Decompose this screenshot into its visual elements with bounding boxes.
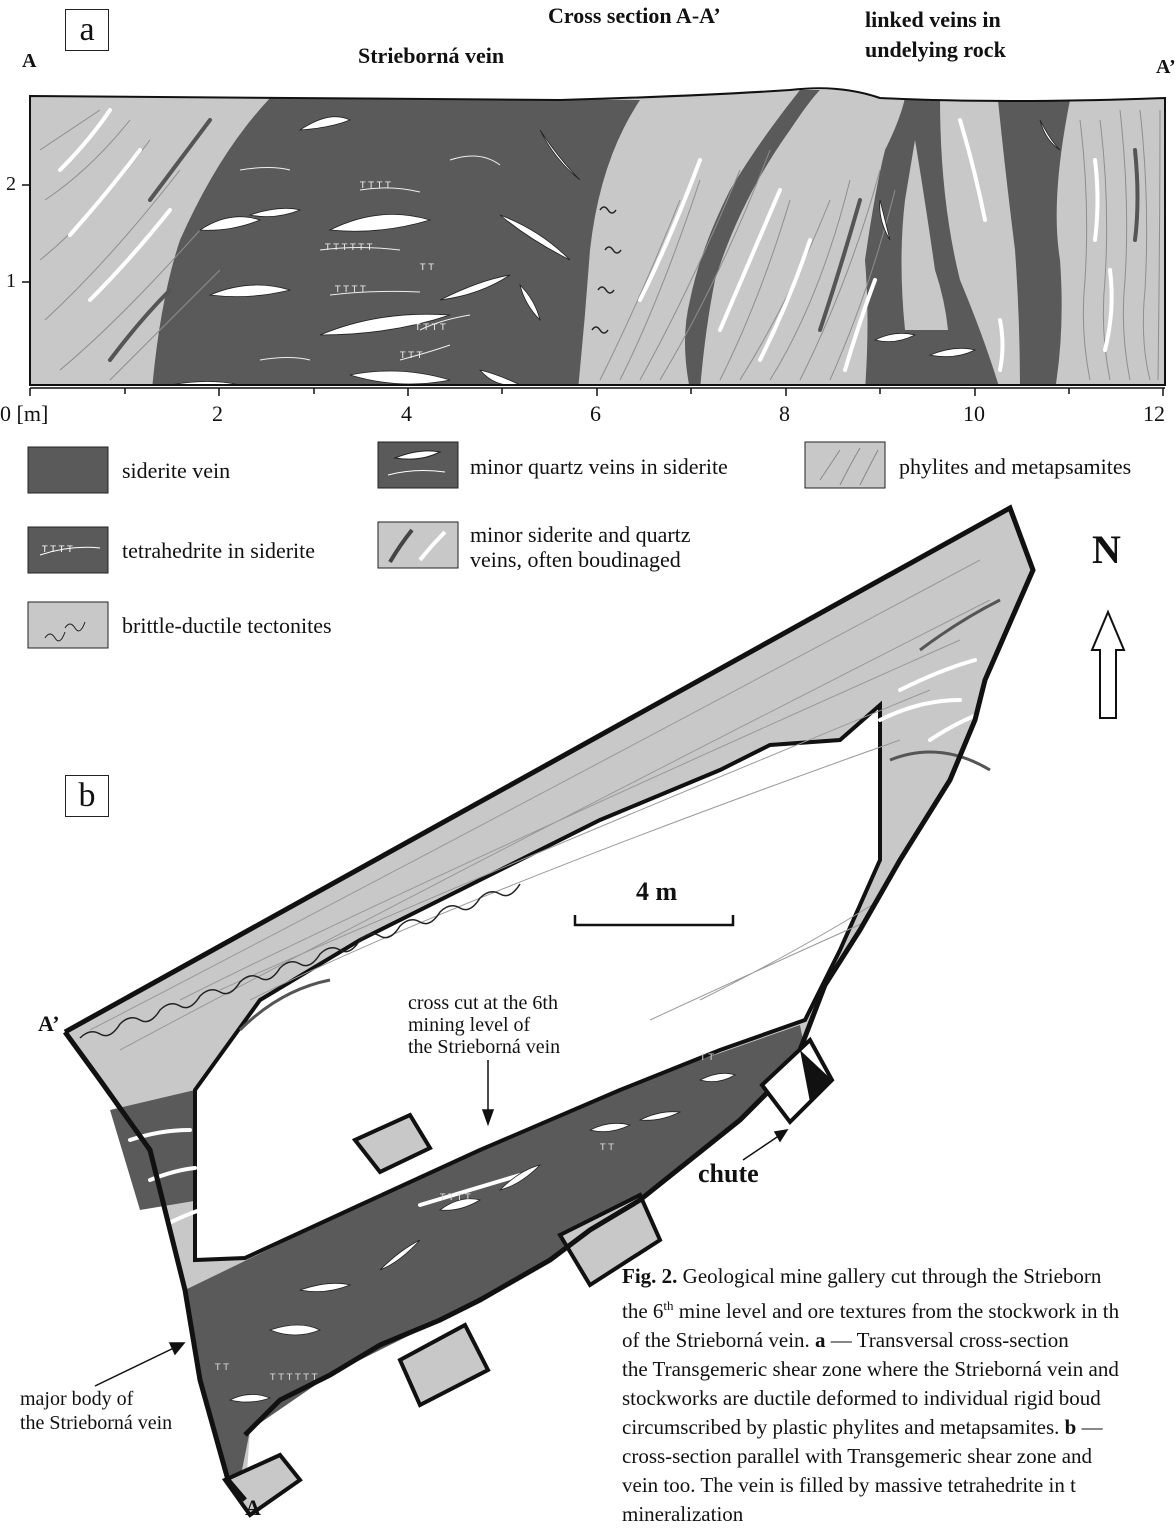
caption-line1: Geological mine gallery cut through the … bbox=[683, 1264, 1102, 1288]
caption-line2sup: th bbox=[663, 1298, 673, 1313]
crosscut-label-2: mining level of bbox=[408, 1014, 530, 1036]
caption-line6b: b bbox=[1065, 1415, 1077, 1439]
legend-siderite-label: siderite vein bbox=[122, 459, 230, 483]
x-tick-0: 0 [m] bbox=[0, 402, 48, 426]
caption-line6c: — bbox=[1076, 1415, 1102, 1439]
svg-text:T T T T: T T T T bbox=[439, 1193, 471, 1203]
legend-quartz-label: minor quartz veins in siderite bbox=[470, 455, 728, 479]
svg-text:T T T T: T T T T bbox=[41, 545, 73, 555]
svg-text:T T T: T T T bbox=[399, 351, 423, 361]
svg-text:T T: T T bbox=[599, 1143, 614, 1153]
x-tick-12: 12 bbox=[1143, 402, 1165, 426]
cross-section-title: Cross section A-A’ bbox=[548, 4, 721, 28]
legend-quartz-swatch bbox=[378, 442, 458, 488]
figure-caption: Fig. 2. Geological mine gallery cut thro… bbox=[622, 1262, 1176, 1529]
x-tick-10: 10 bbox=[963, 402, 985, 426]
label-a-right: A’ bbox=[1156, 56, 1176, 78]
major-body-label-2: the Strieborná vein bbox=[20, 1412, 172, 1434]
panel-letter-a: a bbox=[65, 9, 109, 51]
caption-line9: mineralization bbox=[622, 1500, 1176, 1529]
legend-tectonite-label: brittle-ductile tectonites bbox=[122, 614, 332, 638]
legend-tetrahedrite-label: tetrahedrite in siderite bbox=[122, 539, 315, 563]
panel-letter-b: b bbox=[65, 775, 109, 817]
scale-label: 4 m bbox=[636, 878, 677, 907]
legend-tectonite-swatch bbox=[28, 602, 108, 648]
svg-text:T T: T T bbox=[419, 263, 434, 273]
svg-text:T T: T T bbox=[699, 1053, 714, 1063]
caption-line3b: a bbox=[815, 1328, 826, 1352]
chute-label: chute bbox=[698, 1160, 759, 1189]
svg-text:T T T T T T: T T T T T T bbox=[269, 1373, 318, 1383]
label-a-left: A bbox=[22, 50, 36, 72]
major-body-label-1: major body of bbox=[20, 1388, 133, 1410]
caption-line2a: the 6 bbox=[622, 1299, 663, 1323]
caption-line6: circumscribed by plastic phylites and me… bbox=[622, 1415, 1065, 1439]
linked-veins-label-line2: undelying rock bbox=[865, 38, 1006, 62]
vein-label: Strieborná vein bbox=[358, 44, 504, 68]
legend-minor-veins-label-1: minor siderite and quartz bbox=[470, 523, 691, 547]
north-label: N bbox=[1092, 528, 1121, 572]
caption-line3c: — Transversal cross-section bbox=[826, 1328, 1069, 1352]
crosscut-label-1: cross cut at the 6th bbox=[408, 992, 558, 1014]
svg-text:T T T T T T: T T T T T T bbox=[324, 243, 373, 253]
svg-text:T T: T T bbox=[214, 1363, 229, 1373]
north-arrow bbox=[1092, 612, 1124, 718]
legend-siderite-swatch bbox=[28, 447, 108, 493]
legend-phyllite-swatch bbox=[805, 442, 885, 488]
caption-line2b: mine level and ore textures from the sto… bbox=[674, 1299, 1120, 1323]
svg-text:T T T T: T T T T bbox=[414, 323, 446, 333]
legend-minor-veins-swatch bbox=[378, 522, 458, 568]
x-tick-6: 6 bbox=[590, 402, 601, 426]
svg-text:T T T T: T T T T bbox=[359, 181, 391, 191]
x-tick-4: 4 bbox=[401, 402, 412, 426]
caption-line4: the Transgemeric shear zone where the St… bbox=[622, 1355, 1176, 1384]
legend-tetrahedrite-swatch: T T T T bbox=[28, 527, 108, 573]
cross-section-a: T T T T T T T T T T T T T T T T T T T T T T … bbox=[22, 88, 1170, 396]
legend-phyllite-label: phylites and metapsamites bbox=[899, 455, 1131, 479]
caption-line5: stockworks are ductile deformed to indiv… bbox=[622, 1384, 1176, 1413]
caption-line3a: of the Strieborná vein. bbox=[622, 1328, 815, 1352]
crosscut-label-3: the Strieborná vein bbox=[408, 1036, 560, 1058]
caption-line7: cross-section parallel with Transgemeric… bbox=[622, 1442, 1176, 1471]
y-tick-2: 2 bbox=[6, 173, 16, 195]
x-tick-8: 8 bbox=[779, 402, 790, 426]
major-body-arrow bbox=[95, 1345, 180, 1386]
caption-fig: Fig. 2. bbox=[622, 1264, 677, 1288]
caption-line8: vein too. The vein is filled by massive … bbox=[622, 1471, 1176, 1500]
label-a-prime: A’ bbox=[38, 1012, 60, 1036]
x-tick-2: 2 bbox=[212, 402, 223, 426]
label-a: A bbox=[245, 1496, 261, 1520]
legend-minor-veins-label-2: veins, often boudinaged bbox=[470, 548, 681, 572]
linked-veins-label-line1: linked veins in bbox=[865, 8, 1001, 32]
y-tick-1: 1 bbox=[6, 270, 16, 292]
svg-text:T T T T: T T T T bbox=[334, 285, 366, 295]
vein-fragment-west bbox=[110, 1090, 200, 1210]
